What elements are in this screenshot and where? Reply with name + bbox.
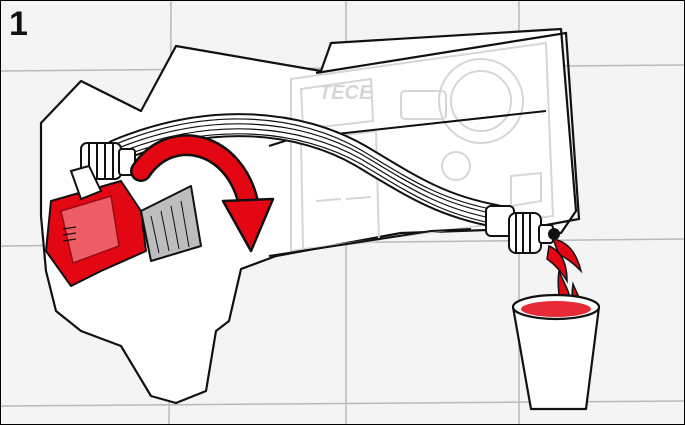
flex-hose <box>104 113 508 228</box>
red-valve <box>45 164 147 287</box>
bucket <box>511 293 601 411</box>
valve-handle <box>140 185 202 262</box>
step-number: 1 <box>9 5 28 43</box>
brand-logo: TECE <box>319 82 373 104</box>
installation-box <box>290 41 555 253</box>
curved-arrow-clockwise-icon <box>130 134 275 253</box>
right-hose-nut <box>485 205 560 254</box>
